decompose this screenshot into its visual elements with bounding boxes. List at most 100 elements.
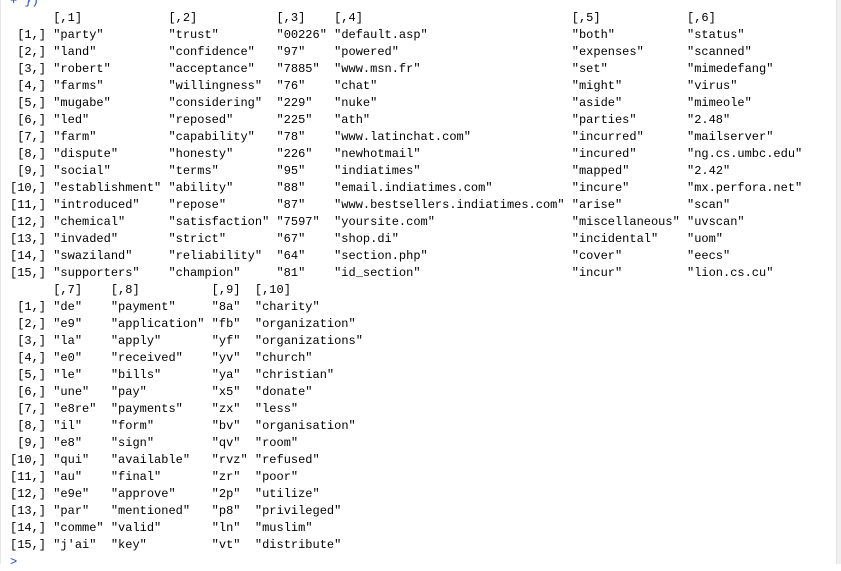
matrix-cell: "final" bbox=[110, 470, 162, 484]
row-label: [6,] bbox=[17, 113, 47, 127]
matrix-cell: "e8" bbox=[53, 436, 83, 450]
matrix-cell: "yoursite.com" bbox=[334, 215, 435, 229]
matrix-cell: "arise" bbox=[571, 198, 623, 212]
matrix-cell: "vt" bbox=[211, 538, 241, 552]
matrix-cell: "room" bbox=[254, 436, 299, 450]
matrix-cell: "lion.cs.cu" bbox=[687, 266, 774, 280]
matrix-cell: "229" bbox=[276, 96, 313, 110]
matrix-cell: "email.indiatimes.com" bbox=[334, 181, 493, 195]
row-label: [7,] bbox=[17, 130, 47, 144]
matrix-cell: "x5" bbox=[211, 385, 241, 399]
matrix-cell: "ath" bbox=[334, 113, 371, 127]
matrix-cell: "acceptance" bbox=[168, 62, 255, 76]
row-label: [12,] bbox=[10, 487, 47, 501]
matrix-row: [11,] "introduced" "repose" "87" "www.be… bbox=[10, 197, 802, 214]
matrix-cell: "8a" bbox=[211, 300, 241, 314]
matrix-cell: "payments" bbox=[110, 402, 183, 416]
matrix-cell: "cover" bbox=[571, 249, 623, 263]
matrix-cell: "introduced" bbox=[53, 198, 140, 212]
matrix-row: [6,] "une" "pay" "x5" "donate" bbox=[10, 384, 802, 401]
matrix-cell: "powered" bbox=[334, 45, 399, 59]
matrix-cell: "terms" bbox=[168, 164, 219, 178]
matrix-cell: "received" bbox=[110, 351, 183, 365]
matrix-cell: "incurred" bbox=[571, 130, 644, 144]
matrix-row: [12,] "chemical" "satisfaction" "7597" "… bbox=[10, 214, 802, 231]
matrix-row: [9,] "social" "terms" "95" "indiatimes" … bbox=[10, 163, 802, 180]
matrix-cell: "mimedefang" bbox=[687, 62, 774, 76]
matrix-cell: "bills" bbox=[110, 368, 162, 382]
matrix-cell: "bv" bbox=[211, 419, 241, 433]
matrix-output: [,1] [,2] [,3] [,4] [,5] [,6] [1,] "part… bbox=[10, 10, 802, 554]
matrix-cell: "muslim" bbox=[254, 521, 313, 535]
matrix-cell: "application" bbox=[110, 317, 205, 331]
row-label: [1,] bbox=[17, 300, 47, 314]
column-header: [,10] bbox=[254, 283, 291, 297]
matrix-cell: "dispute" bbox=[53, 147, 119, 161]
continuation-line: + }) bbox=[10, 0, 39, 8]
matrix-cell: "confidence" bbox=[168, 45, 255, 59]
console-prompt[interactable]: > bbox=[10, 555, 18, 569]
matrix-cell: "farm" bbox=[53, 130, 97, 144]
matrix-cell: "reposed" bbox=[168, 113, 234, 127]
r-console-output: + }) [,1] [,2] [,3] [,4] [,5] [,6] [1,] … bbox=[10, 0, 802, 571]
matrix-cell: "id_section" bbox=[334, 266, 421, 280]
matrix-cell: "section.php" bbox=[334, 249, 428, 263]
row-label: [10,] bbox=[10, 453, 47, 467]
matrix-cell: "88" bbox=[276, 181, 306, 195]
row-label: [2,] bbox=[17, 45, 47, 59]
matrix-cell: "refused" bbox=[254, 453, 320, 467]
matrix-cell: "reliability" bbox=[168, 249, 263, 263]
matrix-cell: "robert" bbox=[53, 62, 111, 76]
vertical-scrollbar[interactable] bbox=[836, 0, 841, 564]
matrix-cell: "organizations" bbox=[254, 334, 363, 348]
matrix-cell: "uvscan" bbox=[687, 215, 745, 229]
matrix-cell: "available" bbox=[110, 453, 191, 467]
matrix-cell: "utilize" bbox=[254, 487, 320, 501]
column-header: [,2] bbox=[168, 11, 198, 25]
matrix-row: [5,] "le" "bills" "ya" "christian" bbox=[10, 367, 802, 384]
matrix-cell: "qv" bbox=[211, 436, 241, 450]
matrix-cell: "organisation" bbox=[254, 419, 356, 433]
matrix-cell: "87" bbox=[276, 198, 306, 212]
matrix-row: [7,] "e8re" "payments" "zx" "less" bbox=[10, 401, 802, 418]
matrix-cell: "parties" bbox=[571, 113, 637, 127]
column-header: [,7] bbox=[53, 283, 83, 297]
matrix-cell: "incure" bbox=[571, 181, 630, 195]
matrix-cell: "yf" bbox=[211, 334, 241, 348]
matrix-cell: "less" bbox=[254, 402, 299, 416]
matrix-cell: "shop.di" bbox=[334, 232, 399, 246]
matrix-cell: "www.latinchat.com" bbox=[334, 130, 471, 144]
matrix-cell: "supporters" bbox=[53, 266, 140, 280]
matrix-cell: "97" bbox=[276, 45, 306, 59]
matrix-cell: "willingness" bbox=[168, 79, 263, 93]
matrix-cell: "mimeole" bbox=[687, 96, 752, 110]
matrix-row: [2,] "e9" "application" "fb" "organizati… bbox=[10, 316, 802, 333]
matrix-cell: "establishment" bbox=[53, 181, 162, 195]
matrix-cell: "donate" bbox=[254, 385, 313, 399]
matrix-cell: "set" bbox=[571, 62, 608, 76]
matrix-cell: "honesty" bbox=[168, 147, 234, 161]
matrix-cell: "7885" bbox=[276, 62, 320, 76]
row-label: [7,] bbox=[17, 402, 47, 416]
matrix-cell: "le" bbox=[53, 368, 83, 382]
matrix-cell: "chat" bbox=[334, 79, 378, 93]
matrix-row: [13,] "invaded" "strict" "67" "shop.di" … bbox=[10, 231, 802, 248]
matrix-cell: "fb" bbox=[211, 317, 241, 331]
row-label: [11,] bbox=[10, 198, 47, 212]
row-label: [9,] bbox=[17, 436, 47, 450]
matrix-row: [8,] "il" "form" "bv" "organisation" bbox=[10, 418, 802, 435]
matrix-cell: "64" bbox=[276, 249, 306, 263]
matrix-cell: "au" bbox=[53, 470, 83, 484]
matrix-cell: "une" bbox=[53, 385, 90, 399]
matrix-cell: "e8re" bbox=[53, 402, 97, 416]
matrix-cell: "capability" bbox=[168, 130, 255, 144]
matrix-header-row: [,7] [,8] [,9] [,10] bbox=[10, 282, 802, 299]
matrix-cell: "76" bbox=[276, 79, 306, 93]
matrix-cell: "pay" bbox=[110, 385, 147, 399]
row-label: [12,] bbox=[10, 215, 47, 229]
matrix-cell: "church" bbox=[254, 351, 313, 365]
matrix-cell: "incidental" bbox=[571, 232, 659, 246]
column-header: [,3] bbox=[276, 11, 306, 25]
column-header: [,5] bbox=[571, 11, 601, 25]
matrix-cell: "swaziland" bbox=[53, 249, 133, 263]
